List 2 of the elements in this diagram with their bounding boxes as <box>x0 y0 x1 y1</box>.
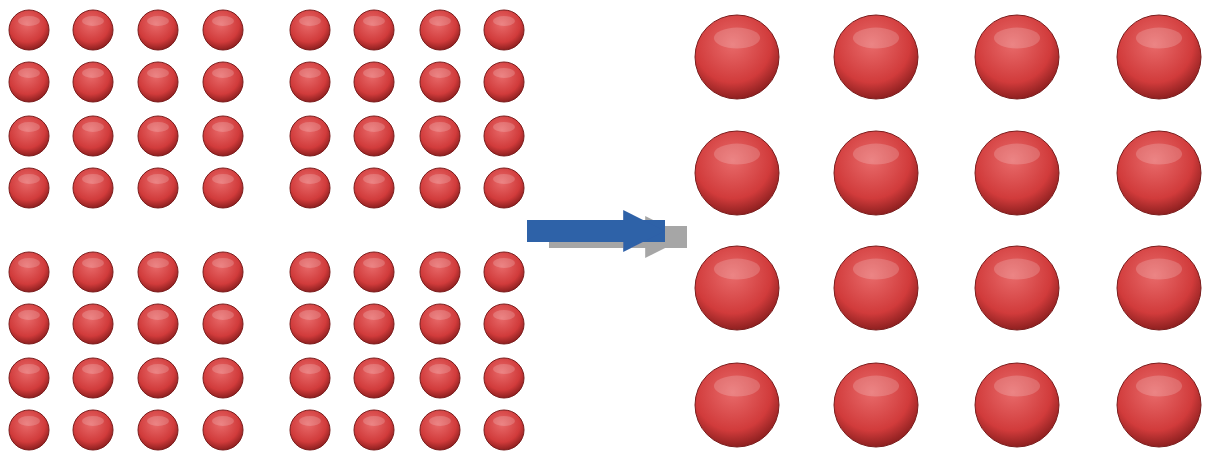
small-circle-grid-drawing <box>5 6 527 452</box>
arrow <box>527 210 665 252</box>
